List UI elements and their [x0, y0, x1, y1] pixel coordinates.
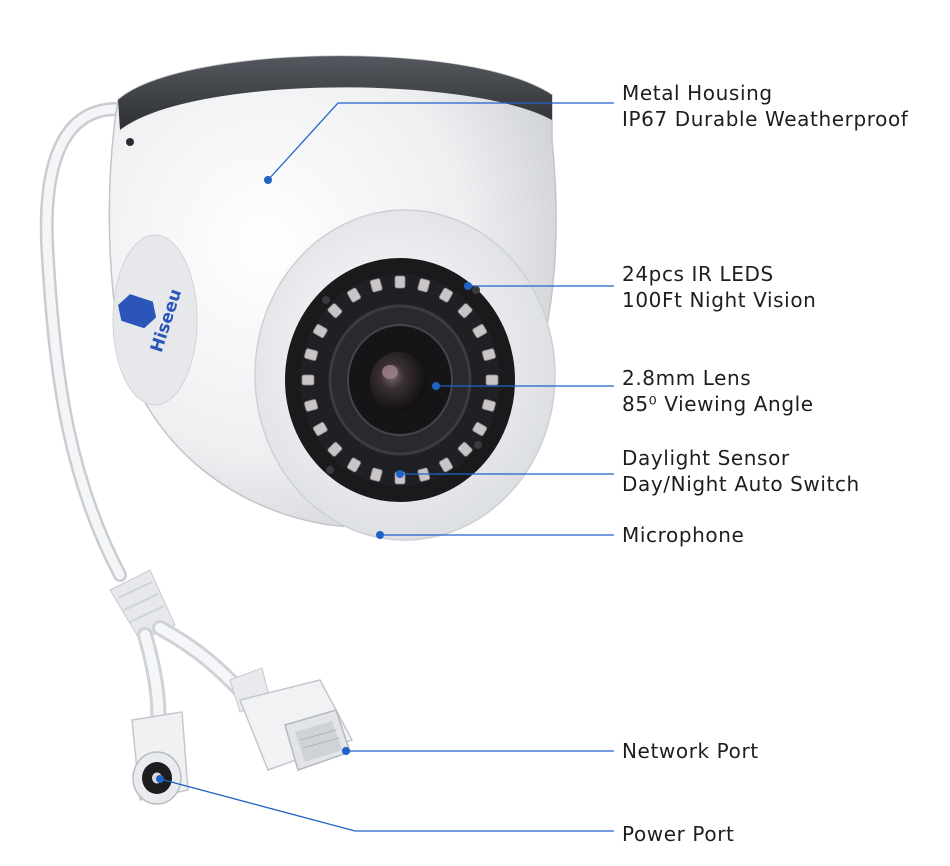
ir-led [369, 278, 383, 293]
dot-microphone [376, 531, 384, 539]
callout-microphone-line1: Microphone [622, 523, 745, 547]
ir-led [312, 324, 328, 338]
ir-led [457, 441, 473, 457]
ir-led [481, 348, 496, 361]
callout-network-port: Network Port [622, 738, 759, 764]
dot-network-port [342, 747, 350, 755]
callout-daylight-sensor-line1: Daylight Sensor [622, 446, 790, 470]
callout-network-port-line1: Network Port [622, 739, 759, 763]
callout-daylight-sensor-line2: Day/Night Auto Switch [622, 472, 860, 496]
ir-led [347, 457, 361, 473]
ir-led [327, 441, 343, 457]
ir-led [417, 278, 431, 293]
ir-led [472, 422, 488, 436]
ir-led [394, 275, 406, 289]
ir-led [312, 422, 328, 436]
housing-top-band [118, 56, 552, 131]
ir-led [481, 399, 496, 412]
network-port-connector [229, 667, 354, 771]
callout-lens: 2.8mm Lens 85⁰ Viewing Angle [622, 365, 814, 417]
ir-led [439, 457, 453, 473]
camera-lens [328, 304, 472, 456]
leader-metal-housing [267, 102, 614, 181]
ir-led [369, 467, 383, 482]
ir-led [457, 303, 473, 319]
callout-daylight-sensor: Daylight Sensor Day/Night Auto Switch [622, 445, 860, 497]
ir-led [301, 374, 315, 386]
dot-lens [432, 382, 440, 390]
callout-ir-leds-line1: 24pcs IR LEDS [622, 262, 774, 286]
ir-led [304, 399, 319, 412]
ir-led [327, 303, 343, 319]
callout-lens-line2: 85⁰ Viewing Angle [622, 392, 814, 416]
dot-daylight-sensor [396, 470, 404, 478]
callout-ir-leds: 24pcs IR LEDS 100Ft Night Vision [622, 261, 816, 313]
callout-microphone: Microphone [622, 522, 744, 548]
callout-power-port-line1: Power Port [622, 822, 735, 846]
ir-led [347, 287, 361, 303]
ir-led [472, 324, 488, 338]
dot-metal-housing [264, 176, 272, 184]
ir-led [304, 348, 319, 361]
callout-metal-housing-line1: Metal Housing [622, 81, 773, 105]
callout-metal-housing: Metal Housing IP67 Durable Weatherproof [622, 80, 908, 132]
callout-lens-line1: 2.8mm Lens [622, 366, 752, 390]
leader-power-port [159, 778, 614, 832]
ir-led [439, 287, 453, 303]
dot-power-port [156, 775, 164, 783]
callout-metal-housing-line2: IP67 Durable Weatherproof [622, 107, 909, 131]
ir-led [485, 374, 499, 386]
dot-ir-leds [464, 282, 472, 290]
callout-power-port: Power Port [622, 821, 734, 847]
callout-ir-leds-line2: 100Ft Night Vision [622, 288, 817, 312]
power-port-connector [131, 711, 189, 805]
